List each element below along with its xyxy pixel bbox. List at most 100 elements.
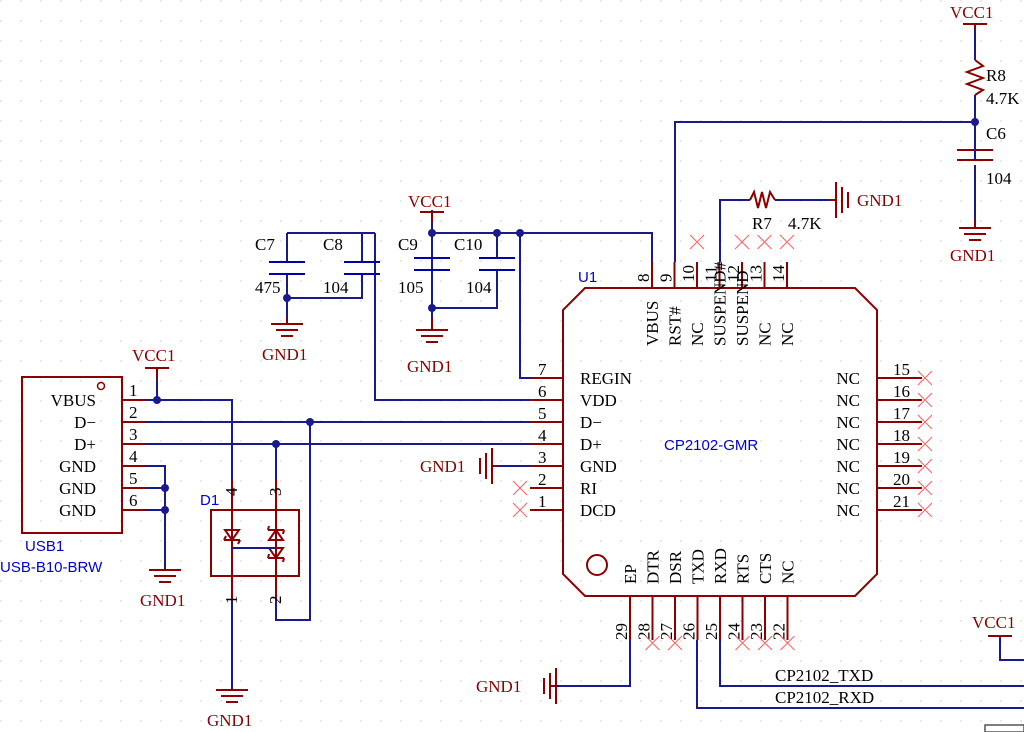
u1-top-pin-number: 11 (702, 266, 721, 282)
u1-left-pin-name: GND (580, 457, 617, 476)
svg-text:VCC1: VCC1 (972, 613, 1015, 632)
svg-text:GND1: GND1 (476, 677, 521, 696)
no-connect-marker (757, 635, 773, 651)
diode-array-d1: D1 4 3 1 2 (200, 480, 300, 605)
svg-text:USB1: USB1 (25, 538, 64, 555)
usb1-pin-name: GND (59, 479, 96, 498)
svg-text:VCC1: VCC1 (408, 192, 451, 211)
svg-text:GND1: GND1 (140, 591, 185, 610)
u1-bottom-pin-name: CTS (756, 553, 775, 584)
no-connect-marker (780, 635, 795, 651)
svg-text:GND1: GND1 (857, 191, 902, 210)
no-connect-marker (917, 436, 933, 452)
no-connect-marker (779, 234, 795, 250)
u1-bottom-pin-name: RXD (711, 548, 730, 584)
resistor-r8: R8 4.7K (964, 59, 1020, 108)
no-connect-marker (917, 502, 933, 518)
svg-text:104: 104 (986, 169, 1012, 188)
no-connect-marker (917, 370, 933, 386)
junctions (153, 118, 979, 514)
net-label-rxd: CP2102_RXD (775, 688, 874, 707)
u1-right-pin-number: 21 (893, 492, 910, 511)
svg-text:GND1: GND1 (407, 357, 452, 376)
u1-right-pin-name: NC (836, 435, 860, 454)
capacitor-c6: C6 104 (957, 124, 1012, 188)
u1-top-pin-number: 13 (747, 265, 766, 282)
u1-top-pin-name: NC (688, 322, 707, 346)
svg-text:475: 475 (255, 278, 281, 297)
capacitor-c8: C8 104 (323, 235, 380, 297)
u1-top-pin-name: SUSPEND# (711, 261, 730, 346)
svg-text:GND1: GND1 (420, 457, 465, 476)
gnd-symbol-r7: GND1 (830, 182, 902, 218)
capacitor-c10: C10 104 (454, 235, 515, 297)
u1-bottom-pin-number: 24 (725, 623, 744, 641)
gnd-symbol-u1-pin3: GND1 (420, 448, 498, 484)
u1-left-pin-number: 4 (538, 426, 547, 445)
resistor-r7: R7 4.7K (749, 189, 822, 233)
usb1-pin-number: 5 (129, 469, 138, 488)
svg-text:VCC1: VCC1 (132, 346, 175, 365)
u1-bottom-pin-number: 29 (612, 623, 631, 640)
u1-left-pin-number: 3 (538, 448, 547, 467)
no-connect-marker (512, 480, 528, 496)
u1-right-pin-number: 16 (893, 382, 910, 401)
svg-text:C7: C7 (255, 235, 275, 254)
u1-right-pin-number: 15 (893, 360, 910, 379)
u1-bottom-pin-name: EP (621, 564, 640, 584)
svg-text:GND1: GND1 (262, 345, 307, 364)
u1-left-pin-name: D+ (580, 435, 602, 454)
svg-text:USB-B10-BRW: USB-B10-BRW (0, 559, 103, 576)
usb1-pin-name: GND (59, 501, 96, 520)
u1-left-pin-name: REGIN (580, 369, 632, 388)
no-connect-marker (734, 234, 750, 250)
u1-right-pin-number: 17 (893, 404, 911, 423)
u1-top-pin-number: 8 (634, 274, 653, 283)
u1-bottom-pin-name: NC (779, 560, 798, 584)
gnd-symbol-d1: GND1 (207, 688, 252, 730)
svg-text:D1: D1 (200, 492, 219, 509)
u1-right-pin-name: NC (836, 413, 860, 432)
u1-left-pin-number: 2 (538, 470, 547, 489)
vcc-symbol-left: VCC1 (132, 346, 175, 378)
u1-right-pin-number: 20 (893, 470, 910, 489)
vcc-symbol-mid: VCC1 (408, 192, 451, 222)
u1-top-pin-number: 10 (679, 265, 698, 282)
u1-right-pin-name: NC (836, 457, 860, 476)
svg-text:2: 2 (266, 596, 285, 605)
u1-right-pin-name: NC (836, 391, 860, 410)
svg-text:4.7K: 4.7K (788, 214, 822, 233)
svg-text:104: 104 (466, 278, 492, 297)
svg-text:U1: U1 (578, 269, 597, 286)
no-connect-marker (917, 392, 933, 408)
svg-text:R8: R8 (986, 66, 1006, 85)
usb1-pin-name: GND (59, 457, 96, 476)
u1-top-pin-number: 12 (724, 265, 743, 282)
no-connect-marker (689, 234, 705, 250)
usb1-pin-number: 6 (129, 491, 138, 510)
u1-left-pin-number: 6 (538, 382, 547, 401)
vcc-symbol-top-right: VCC1 (950, 3, 993, 30)
no-connect-marker (917, 458, 933, 474)
no-connect-marker (735, 635, 750, 651)
usb1-pin-name: D+ (74, 435, 96, 454)
svg-text:4: 4 (222, 487, 241, 496)
no-connect-marker (667, 635, 683, 651)
u1-top-pin-number: 14 (769, 265, 788, 283)
svg-text:4.7K: 4.7K (986, 89, 1020, 108)
no-connect-marker (512, 502, 528, 518)
svg-text:GND1: GND1 (950, 246, 995, 265)
svg-text:3: 3 (266, 488, 285, 497)
usb1-pin-name: D− (74, 413, 96, 432)
u1-bottom-pin-number: 25 (702, 623, 721, 640)
wires (145, 28, 1024, 709)
u1-left-pin-name: VDD (580, 391, 617, 410)
u1-left-pin-name: DCD (580, 501, 616, 520)
capacitor-c9: C9 105 (398, 235, 450, 297)
u1-right-pin-name: NC (836, 501, 860, 520)
u1-left-pin-number: 1 (538, 492, 547, 511)
u1-bottom-pin-number: 23 (747, 623, 766, 640)
